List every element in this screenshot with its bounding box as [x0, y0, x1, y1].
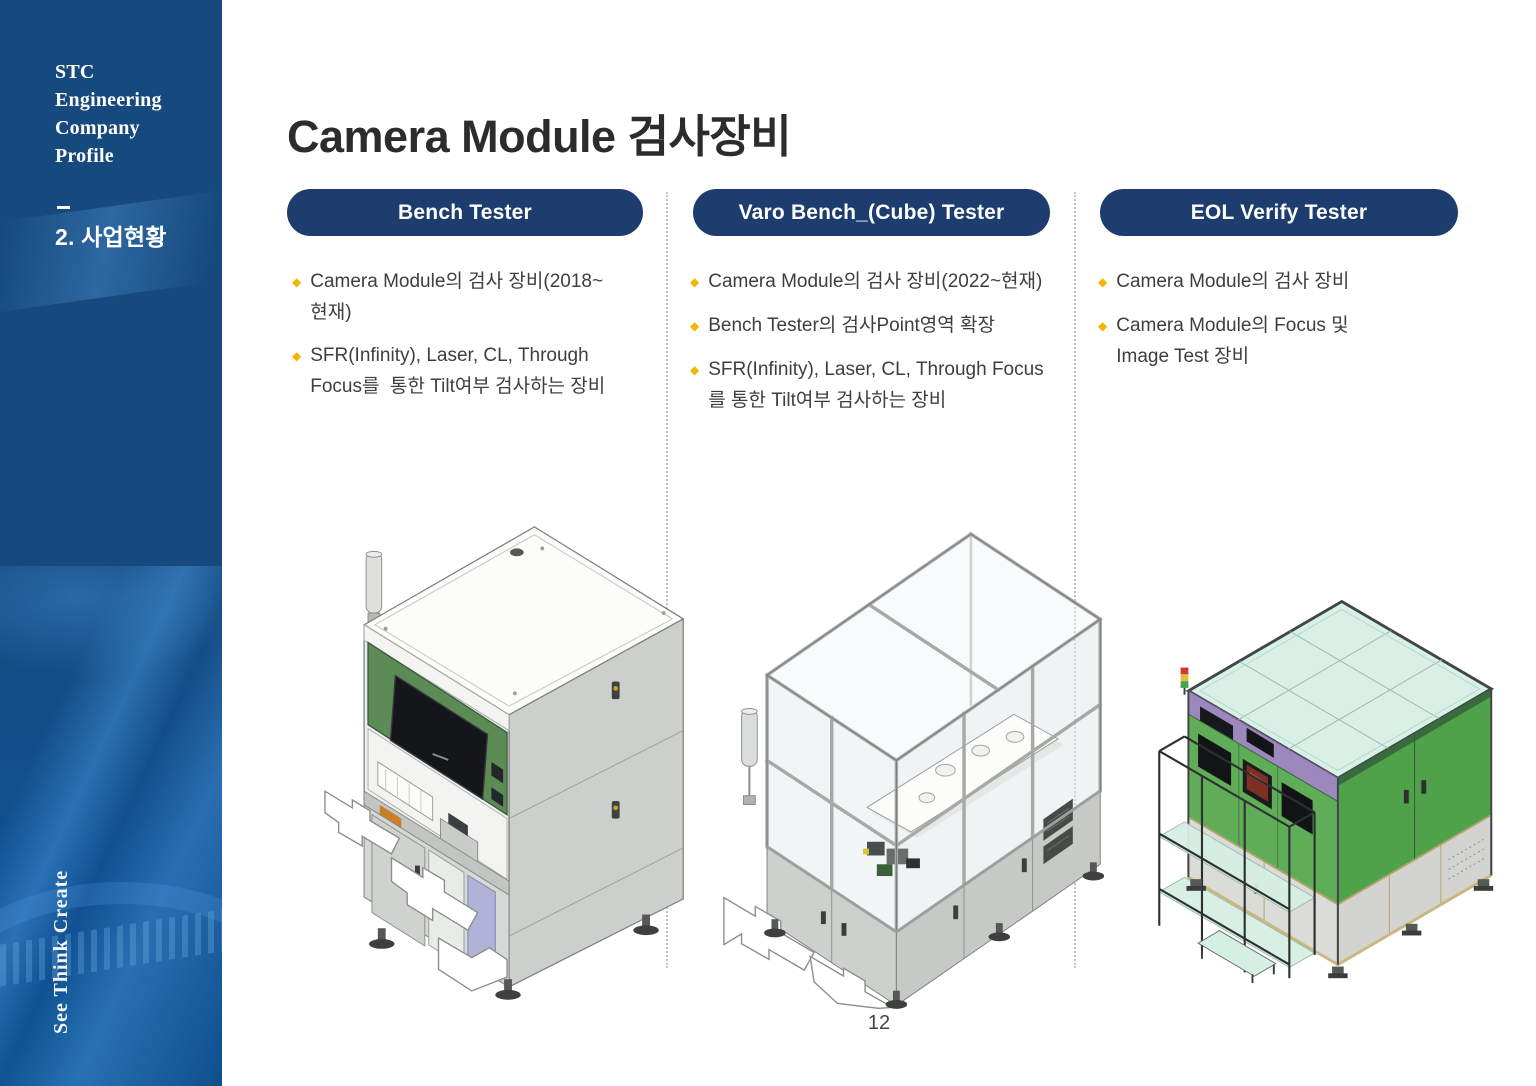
bullet-item: ◆ Camera Module의 Focus 및 Image Test 장비	[1098, 310, 1466, 372]
bullet-item: ◆ Camera Module의 검사 장비(2018~ 현재)	[292, 266, 652, 328]
machine-feet	[369, 914, 659, 1000]
diamond-bullet-icon: ◆	[292, 275, 302, 289]
signal-tower-icon	[365, 550, 383, 626]
bullet-text: Camera Module의 Focus 및 Image Test 장비	[1116, 315, 1349, 367]
lower-cabinet	[766, 789, 1102, 1007]
machine-side-panel	[508, 617, 684, 989]
step-platform	[1197, 930, 1277, 984]
varo-bench-tester-render	[723, 531, 1105, 1009]
dotted-divider	[666, 192, 668, 968]
machine-feet	[1186, 879, 1494, 979]
column-header-bench-tester: Bench Tester	[287, 189, 643, 236]
puzzle-plates	[324, 789, 508, 992]
section-dash	[57, 206, 70, 209]
column-header-eol-verify-tester: EOL Verify Tester	[1100, 189, 1458, 236]
diamond-bullet-icon: ◆	[1098, 319, 1108, 333]
machine-feet	[764, 862, 1105, 1009]
brand-line: STC	[55, 61, 95, 83]
signal-tower-icon	[741, 707, 758, 805]
brand-line: Engineering	[55, 89, 162, 111]
bullet-text: Camera Module의 검사 장비	[1116, 271, 1350, 292]
bullet-item: ◆ Camera Module의 검사 장비	[1098, 266, 1466, 298]
diamond-bullet-icon: ◆	[690, 363, 700, 377]
eol-verify-tester-render	[1158, 599, 1495, 984]
page-title: Camera Module 검사장비	[287, 111, 792, 163]
bullet-text: Camera Module의 검사 장비(2022~현재)	[708, 271, 1043, 292]
sidebar: STC Engineering Company Profile 2. 사업현황 …	[0, 0, 222, 1086]
bullet-item: ◆ Bench Tester의 검사Point영역 확장	[690, 310, 1062, 342]
cage-frame-outline	[766, 533, 1102, 932]
eol-verify-tester-figure	[1146, 586, 1522, 984]
bullet-list-bench-tester: ◆ Camera Module의 검사 장비(2018~ 현재) ◆ SFR(I…	[292, 266, 652, 414]
dotted-divider	[1074, 192, 1076, 968]
page-number: 12	[867, 1012, 891, 1034]
diamond-bullet-icon: ◆	[292, 349, 302, 363]
bullet-text: SFR(Infinity), Laser, CL, Through Focus …	[708, 359, 1044, 411]
bench-tester-render	[324, 526, 685, 1000]
brand-block: STC Engineering Company Profile	[55, 58, 162, 170]
bullet-item: ◆ Camera Module의 검사 장비(2022~현재)	[690, 266, 1062, 298]
bullet-item: ◆ SFR(Infinity), Laser, CL, Through Focu…	[292, 340, 652, 402]
loading-rack	[1158, 735, 1316, 979]
sidebar-arc-decoration	[0, 882, 222, 1086]
bullet-text: Camera Module의 검사 장비(2018~ 현재)	[310, 271, 604, 323]
bullet-item: ◆ SFR(Infinity), Laser, CL, Through Focu…	[690, 354, 1062, 416]
bullet-list-eol-verify-tester: ◆ Camera Module의 검사 장비 ◆ Camera Module의 …	[1098, 266, 1466, 384]
column-header-varo-bench-tester: Varo Bench_(Cube) Tester	[693, 189, 1050, 236]
brand-line: Profile	[55, 145, 114, 167]
bullet-text: SFR(Infinity), Laser, CL, Through Focus를…	[310, 345, 606, 397]
bullet-text: Bench Tester의 검사Point영역 확장	[708, 315, 996, 336]
diamond-bullet-icon: ◆	[1098, 275, 1108, 289]
bullet-list-varo-bench-tester: ◆ Camera Module의 검사 장비(2022~현재) ◆ Bench …	[690, 266, 1062, 428]
brand-line: Company	[55, 117, 140, 139]
bench-tester-figure	[323, 508, 695, 1000]
stack-light-icon	[1180, 667, 1189, 695]
varo-bench-tester-figure	[720, 503, 1112, 1009]
diamond-bullet-icon: ◆	[690, 275, 700, 289]
diamond-bullet-icon: ◆	[690, 319, 700, 333]
section-label: 2. 사업현황	[55, 224, 167, 250]
vertical-tagline: See Think Create	[50, 869, 72, 1034]
